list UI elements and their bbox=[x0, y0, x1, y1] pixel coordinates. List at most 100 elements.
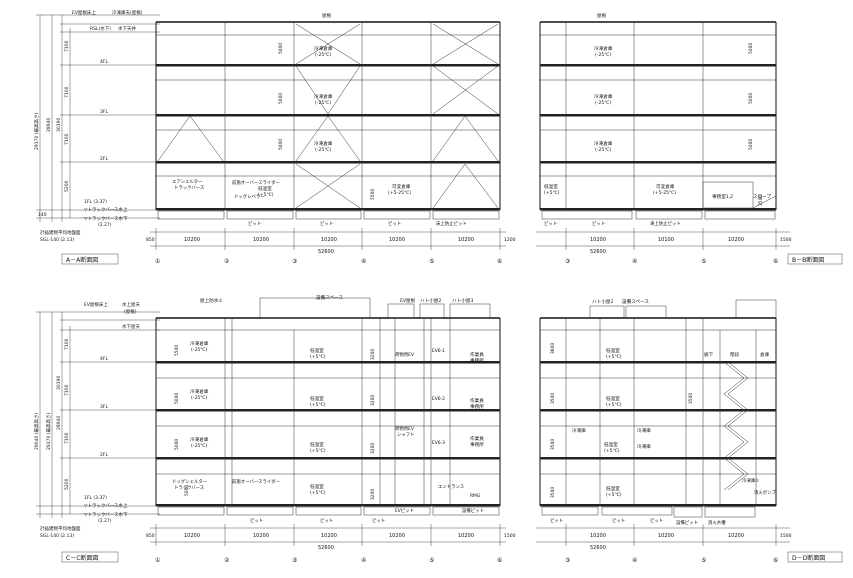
cc-axis-3: ④ bbox=[361, 557, 366, 564]
bb-note-6: 5000 bbox=[748, 43, 754, 54]
dd-note-7: 3600 bbox=[550, 343, 556, 354]
bb-room-0-temp: (-25℃) bbox=[595, 52, 611, 58]
aa-room-2: 冷凍倉庫 bbox=[314, 140, 333, 147]
cc-axis-1: ② bbox=[224, 557, 230, 564]
aa-span-4: 10200 bbox=[458, 237, 474, 243]
bb-room-4: 可変倉庫 bbox=[656, 183, 675, 190]
aa-room-4-temp: (+5℃) bbox=[258, 192, 274, 198]
cc-span-1: 10200 bbox=[253, 533, 269, 539]
cc-room-1-temp: (-25℃) bbox=[191, 395, 207, 401]
aa-room-1-temp: (-25℃) bbox=[315, 100, 331, 106]
cc-note-15: ピット bbox=[372, 518, 385, 524]
aa-span-0: 10200 bbox=[184, 237, 200, 243]
cc-title: C－C断面図 bbox=[66, 554, 98, 562]
bb-axis-0: ③ bbox=[565, 258, 570, 265]
dd-room-9: 倉庫 bbox=[760, 351, 770, 358]
cc-room-7-temp: 事務所 bbox=[470, 357, 484, 364]
bb-room-2-temp: (-25℃) bbox=[595, 147, 611, 153]
aa-axis-1: ② bbox=[224, 258, 230, 265]
section-cc: EV屋根床上 水上屋天 (屋根) 水下屋天 4FL 3FL 2FL 29040 … bbox=[33, 294, 516, 564]
cc-note-1: 荷物用EV bbox=[395, 425, 414, 432]
dd-room-0-temp: (+5℃) bbox=[606, 354, 622, 360]
cc-note-16: 5500 bbox=[174, 345, 180, 356]
aa-note-0: エアシェルター bbox=[172, 178, 203, 185]
bb-offset-0: 1500 bbox=[780, 237, 792, 243]
bb-note-0: スロープ bbox=[753, 194, 772, 200]
aa-note-4: ピット bbox=[248, 221, 261, 227]
aa-axis-4: ⑤ bbox=[429, 258, 434, 265]
cc-left-label-11: 5200 bbox=[64, 478, 70, 490]
dd-room-6: 冷凍庫 bbox=[637, 443, 651, 450]
cc-note-4: EV6-2 bbox=[432, 396, 445, 402]
aa-note-6: ピット bbox=[388, 221, 401, 227]
aa-ground-label-3: (2.27) bbox=[98, 222, 112, 228]
dd-span-2: 10200 bbox=[728, 533, 744, 539]
dd-top-label-1: 設備スペース bbox=[622, 298, 649, 305]
aa-level-4fl: 4FL bbox=[100, 59, 108, 65]
cc-ground-label-1: ▽トラックバース水上 bbox=[84, 502, 128, 509]
cc-left-label-4: 29040 (最高高さ) bbox=[33, 412, 40, 450]
cc-room-2: 冷凍倉庫 bbox=[190, 436, 209, 443]
cc-span-0: 10200 bbox=[184, 533, 200, 539]
bb-note-4: 5000 bbox=[748, 139, 754, 150]
cc-offset-1: 1500 bbox=[504, 533, 516, 539]
aa-total: 52600 bbox=[318, 249, 334, 255]
dd-note-2: ピット bbox=[612, 518, 625, 524]
bb-room-1-temp: (-25℃) bbox=[595, 100, 611, 106]
bb-note-3: 凍上防止ピット bbox=[650, 220, 681, 227]
aa-axis-0: ① bbox=[155, 258, 160, 265]
cc-note-10: ドッグシェルター bbox=[172, 478, 207, 485]
dd-room-3-temp: (+5℃) bbox=[606, 492, 622, 498]
bb-note-2: ピット bbox=[592, 221, 605, 227]
section-dd: ハト小屋2 設備スペース bbox=[536, 298, 843, 564]
cc-level-4fl: 4FL bbox=[100, 356, 108, 362]
dd-note-10: 3500 bbox=[550, 487, 556, 498]
cc-ground-label-3: (2.27) bbox=[98, 518, 112, 524]
dd-note-6: 消火ポンプ bbox=[754, 489, 776, 496]
cc-top-label-2: EV屋根 bbox=[400, 297, 416, 304]
dd-room-7: 廊下 bbox=[704, 351, 714, 358]
aa-ground-label-5: SGL-140 (2.13) bbox=[40, 237, 74, 243]
aa-left-label-1: 冷凍庫天(屋根) bbox=[112, 9, 143, 16]
aa-note-1: トラックバース bbox=[174, 185, 204, 191]
aa-left-label-6: 7100 bbox=[64, 133, 70, 145]
aa-room-2-temp: (-25℃) bbox=[315, 147, 331, 153]
aa-note-10: 5000 bbox=[278, 93, 284, 104]
dd-title: D－D断面図 bbox=[792, 554, 825, 562]
cc-note-6: エントランス bbox=[438, 484, 464, 490]
cc-note-22: 3200 bbox=[370, 443, 376, 454]
dd-room-4: 冷凍庫 bbox=[572, 427, 586, 434]
bb-note-5: 5000 bbox=[748, 93, 754, 104]
cc-note-23: 3200 bbox=[370, 489, 376, 500]
cc-room-9-temp: 事務所 bbox=[470, 441, 484, 448]
aa-note-2: 前施オーバースライダー bbox=[232, 179, 280, 186]
aa-roof-label: 屋根 bbox=[322, 12, 332, 19]
cc-left-label-5: 29170 (最高高さ) bbox=[45, 412, 52, 450]
cc-left-label-2: (屋根) bbox=[124, 308, 137, 315]
aa-left-label-5: 7100 bbox=[64, 86, 70, 98]
bb-room-4-temp: (+5-25℃) bbox=[653, 190, 676, 196]
cc-note-21: 3200 bbox=[370, 395, 376, 406]
cc-ground-label-0: 1FL (3.37) bbox=[84, 495, 107, 501]
dd-room-2-temp: (+5℃) bbox=[604, 448, 620, 454]
aa-span-2: 10200 bbox=[321, 237, 337, 243]
cc-note-0: 荷物用EV bbox=[395, 351, 414, 358]
cc-room-8: 作業員 bbox=[470, 397, 484, 404]
aa-room-0-temp: (-25℃) bbox=[315, 52, 331, 58]
cc-note-11: トラックバース bbox=[174, 485, 204, 491]
aa-note-5: ピット bbox=[320, 221, 333, 227]
cc-level-3fl: 3FL bbox=[100, 404, 108, 410]
dd-offset-0: 1500 bbox=[780, 533, 792, 539]
dd-room-1-temp: (+5℃) bbox=[606, 402, 622, 408]
dd-axis-1: ④ bbox=[632, 557, 637, 564]
cc-ground-label-2: ▽トラックバース水下 bbox=[84, 511, 128, 518]
bb-axis-3: ⑥ bbox=[773, 258, 778, 265]
cc-top-label-3: ハト小屋2 bbox=[420, 297, 442, 304]
bb-span-2: 10200 bbox=[728, 237, 744, 243]
dd-note-5: 消火水槽 bbox=[708, 519, 726, 526]
cc-room-6: 低温室 bbox=[310, 483, 324, 490]
cc-room-0-temp: (-25℃) bbox=[191, 347, 207, 353]
cc-note-20: 3200 bbox=[370, 349, 376, 360]
bb-title: B－B断面図 bbox=[792, 256, 824, 264]
cc-total: 52600 bbox=[318, 545, 334, 551]
